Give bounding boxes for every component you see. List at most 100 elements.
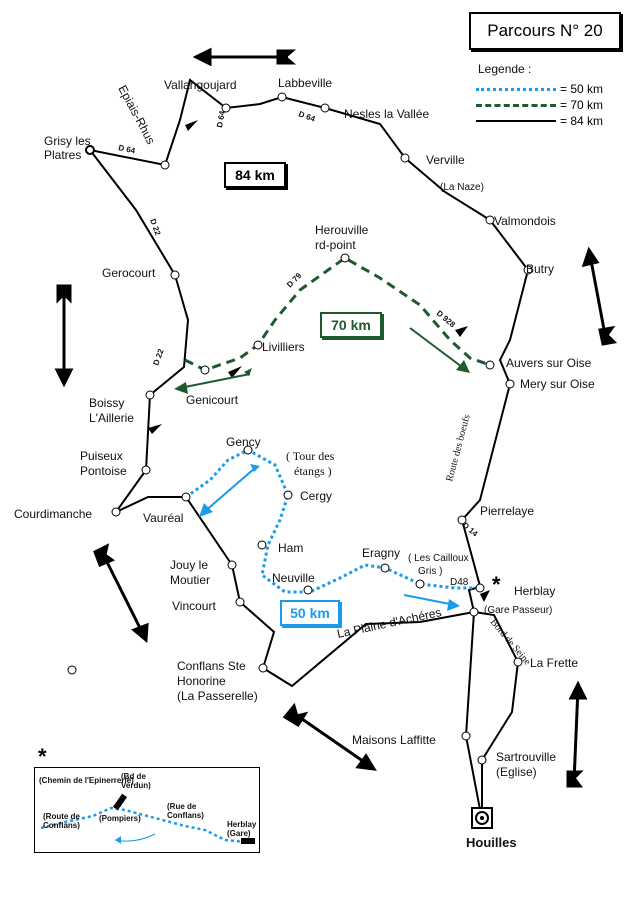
place-verville: Verville xyxy=(426,153,465,167)
place-neuville: Neuville xyxy=(272,571,315,585)
legend-heading: Legende : xyxy=(478,62,532,76)
place-gerocourt: Gerocourt xyxy=(102,266,156,280)
inset-herblay-2: (Gare) xyxy=(227,829,251,838)
place-epiais-rhus: Epiais-Rhus xyxy=(115,83,158,147)
place-jouy-1: Jouy le xyxy=(170,558,209,572)
place-labbeville: Labbeville xyxy=(278,76,333,90)
place-conflans-2: Honorine xyxy=(177,674,226,688)
inset-bd-verdun-2: Verdun) xyxy=(121,781,151,790)
road-d14: D 14 xyxy=(461,521,480,539)
place-mery-sur-oise: Mery sur Oise xyxy=(520,377,595,391)
place-herouville-1: Herouville xyxy=(315,223,369,237)
stops xyxy=(67,92,533,765)
legend-swatch-70km xyxy=(476,104,556,107)
road-d79: D 79 xyxy=(285,271,304,290)
inset-pompiers: (Pompiers) xyxy=(99,814,141,823)
place-grisy-1: Grisy les xyxy=(44,134,91,148)
place-courdimanche: Courdimanche xyxy=(14,507,93,521)
inset-rue-conflans-1: (Rue de xyxy=(167,802,197,811)
place-la-plaine-d-acheres: La Plaine d'Achéres xyxy=(336,605,443,641)
legend-swatch-50km xyxy=(476,88,556,91)
legend-label-70km: = 70 km xyxy=(560,98,604,112)
place-ham: Ham xyxy=(278,541,304,555)
arrow-north-bottom xyxy=(566,680,588,788)
place-herblay: Herblay xyxy=(514,584,556,598)
route-84km xyxy=(87,78,530,821)
route-84km-east xyxy=(473,611,520,820)
place-livilliers: Livilliers xyxy=(262,340,305,354)
place-la-frette: La Frette xyxy=(530,656,579,670)
place-gare-passeur: (Gare Passeur) xyxy=(484,605,553,616)
place-herouville-2: rd-point xyxy=(315,238,356,252)
place-genicourt: Genicourt xyxy=(186,393,239,407)
place-la-naze: (La Naze) xyxy=(440,182,484,193)
route70-arrows xyxy=(174,327,470,394)
arrow-north-right xyxy=(581,246,618,346)
arrow-south-left xyxy=(54,284,74,388)
inset-route-conflans-1: (Route de xyxy=(43,812,80,821)
direction-arrows xyxy=(54,47,618,788)
place-puiseux-1: Puiseux xyxy=(80,449,123,463)
place-conflans-3: (La Passerelle) xyxy=(177,689,258,703)
inset-herblay-detail: (Chemin de l'Epinerrerie) (Bd de Verdun)… xyxy=(34,767,260,853)
place-nesles-la-vallee: Nesles la Vallée xyxy=(344,107,430,121)
place-conflans-1: Conflans Ste xyxy=(177,659,246,673)
place-butry: Butry xyxy=(526,262,555,276)
place-boissy-2: L'Aillerie xyxy=(89,411,134,425)
inset-bd-verdun-1: (Bd de xyxy=(121,772,146,781)
place-valmondois: Valmondois xyxy=(494,214,556,228)
place-pierrelaye: Pierrelaye xyxy=(480,504,535,518)
distance-box-70km: 70 km xyxy=(320,312,382,338)
inset-star: * xyxy=(38,744,47,769)
legend-item-50km: = 50 km xyxy=(476,82,626,96)
place-boissy-1: Boissy xyxy=(89,396,125,410)
page-title: Parcours N° 20 xyxy=(469,12,621,50)
legend-swatch-84km xyxy=(476,120,556,122)
place-sartrouville-1: Sartrouville xyxy=(496,750,557,764)
distance-box-50km: 50 km xyxy=(280,600,340,626)
road-d48: D48 xyxy=(450,577,469,588)
place-jouy-2: Moutier xyxy=(170,573,211,587)
legend-item-70km: = 70 km xyxy=(476,98,626,112)
place-sartrouville-2: (Eglise) xyxy=(496,765,537,779)
route-50km xyxy=(185,448,480,594)
legend-label-84km: = 84 km xyxy=(560,114,604,128)
arrow-southeast-bottom xyxy=(282,702,377,771)
arrow-southeast-left xyxy=(93,543,149,644)
place-puiseux-2: Pontoise xyxy=(80,464,127,478)
place-vincourt: Vincourt xyxy=(172,599,216,613)
herblay-star: * xyxy=(492,572,501,597)
place-gency: Gency xyxy=(226,435,261,449)
route-70km xyxy=(184,256,491,372)
place-eragny: Eragny xyxy=(362,546,401,560)
direction-markers xyxy=(148,120,490,602)
legend-label-50km: = 50 km xyxy=(560,82,604,96)
distance-box-84km: 84 km xyxy=(224,162,286,188)
road-bord-de-seine: Bord de Seine xyxy=(488,617,533,668)
houilles-marker xyxy=(471,807,493,829)
place-les-cailloux-gris-1: ( Les Cailloux xyxy=(408,553,469,564)
place-les-cailloux-gris-2: Gris ) xyxy=(418,566,443,577)
place-grisy-2: Platres xyxy=(44,148,82,162)
inset-route-conflans-2: Conflans) xyxy=(43,821,80,830)
place-cergy: Cergy xyxy=(300,489,333,503)
place-houilles: Houilles xyxy=(466,835,517,850)
road-route-des-boeufs: Route des boeufs xyxy=(444,413,472,482)
route50-arrows xyxy=(199,464,460,611)
road-d22-b: D 22 xyxy=(151,347,165,366)
inset-map xyxy=(40,793,255,844)
inset-chemin-epinerrerie: (Chemin de l'Epinerrerie) xyxy=(39,776,134,785)
inset-herblay-1: Herblay xyxy=(227,820,257,829)
legend-item-84km: = 84 km xyxy=(476,114,626,128)
road-d64-b: D 64 xyxy=(215,110,227,129)
place-vallangoujard: Vallangoujard xyxy=(164,78,237,92)
place-tour-des-etangs-2: étangs ) xyxy=(294,464,332,478)
arrow-west-top xyxy=(192,47,297,67)
place-vaureal: Vauréal xyxy=(143,511,184,525)
road-d64-a: D 64 xyxy=(118,143,137,155)
inset-rue-conflans-2: Conflans) xyxy=(167,811,204,820)
road-d64-c: D 64 xyxy=(297,109,316,123)
place-maisons-laffitte: Maisons Laffitte xyxy=(352,733,436,747)
place-tour-des-etangs-1: ( Tour des xyxy=(286,449,335,463)
